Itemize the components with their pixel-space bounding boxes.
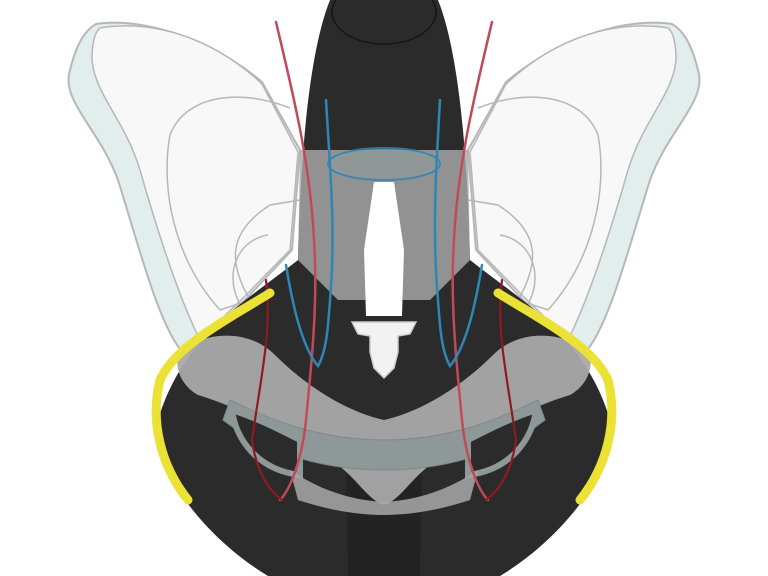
right-obturator-ring (465, 405, 540, 479)
coccyx (350, 321, 418, 380)
left-iliac-fossa (166, 96, 301, 311)
bladder-ring (327, 147, 441, 181)
pelvic-floor (177, 150, 591, 515)
lower-floor-shading (290, 470, 478, 515)
left-iliac-wing-surface (91, 25, 299, 342)
right-artery (451, 20, 494, 502)
sacrum (350, 182, 418, 380)
pubic-arch (222, 399, 546, 471)
body-top-cap (331, 0, 437, 45)
right-iliac-wing (466, 21, 701, 357)
right-iliac-wing-surface (469, 25, 677, 342)
arteries (250, 20, 518, 502)
left-iliac-wing (67, 21, 302, 357)
right-ureter (433, 98, 484, 369)
left-obturator-ring (228, 405, 303, 479)
left-ureter (284, 98, 334, 369)
pelvic-floor-band (177, 335, 591, 505)
right-femoral-nerve (493, 288, 617, 505)
ureters (284, 98, 484, 369)
right-iliac-fossa (467, 96, 602, 311)
right-artery-branch (484, 278, 518, 502)
sacrum-body (364, 182, 404, 316)
left-artery (274, 20, 317, 502)
nerves (151, 288, 617, 505)
left-artery-branch (250, 278, 284, 502)
left-femoral-nerve (151, 288, 275, 505)
